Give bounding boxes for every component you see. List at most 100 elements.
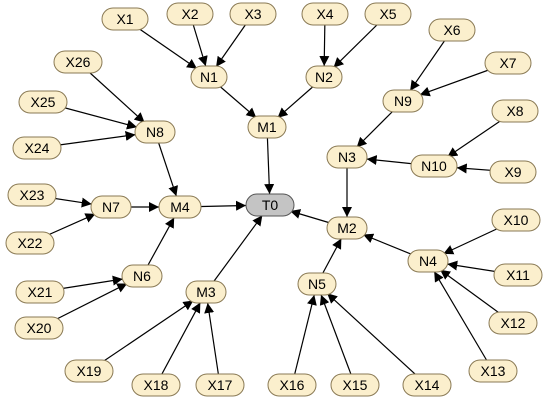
node-label: X21 — [28, 284, 53, 300]
node-label: N6 — [133, 268, 151, 284]
node-shape — [18, 90, 68, 114]
node-shape — [484, 51, 532, 75]
node-label: X13 — [481, 363, 506, 379]
node-label: N5 — [308, 276, 326, 292]
node-n4[interactable]: N4 — [407, 249, 449, 273]
node-shape — [326, 216, 368, 240]
node-x6[interactable]: X6 — [428, 18, 476, 42]
node-n1[interactable]: N1 — [190, 65, 228, 89]
node-x7[interactable]: X7 — [484, 51, 532, 75]
node-shape — [410, 154, 458, 178]
node-label: X20 — [27, 320, 52, 336]
node-shape — [364, 2, 412, 26]
node-label: X12 — [501, 315, 526, 331]
node-shape — [64, 359, 114, 383]
node-shape — [131, 373, 181, 397]
node-shape — [121, 264, 163, 288]
node-shape — [195, 373, 245, 397]
node-x20[interactable]: X20 — [14, 316, 64, 340]
node-shape — [305, 65, 343, 89]
node-x2[interactable]: X2 — [166, 2, 214, 26]
node-shape — [489, 160, 537, 184]
node-label: X6 — [443, 22, 460, 38]
node-label: N3 — [338, 149, 356, 165]
node-shape — [5, 231, 55, 255]
node-shape — [7, 183, 57, 207]
node-label: X22 — [18, 235, 43, 251]
node-n6[interactable]: N6 — [121, 264, 163, 288]
node-x15[interactable]: X15 — [330, 373, 380, 397]
node-label: T0 — [262, 197, 279, 213]
node-shape — [101, 7, 149, 31]
node-label: N2 — [315, 69, 333, 85]
node-n9[interactable]: N9 — [382, 89, 424, 113]
node-label: M4 — [170, 199, 190, 215]
node-n8[interactable]: N8 — [134, 120, 176, 144]
node-shape — [134, 120, 176, 144]
node-shape — [185, 280, 227, 304]
node-label: X1 — [116, 11, 133, 27]
node-x24[interactable]: X24 — [12, 136, 62, 160]
node-n10[interactable]: N10 — [410, 154, 458, 178]
node-m3[interactable]: M3 — [185, 280, 227, 304]
node-shape — [15, 280, 65, 304]
node-m4[interactable]: M4 — [158, 195, 202, 219]
node-label: N10 — [421, 158, 447, 174]
node-label: N7 — [102, 199, 120, 215]
node-x26[interactable]: X26 — [53, 50, 103, 74]
node-label: X9 — [504, 164, 521, 180]
node-n3[interactable]: N3 — [326, 145, 368, 169]
node-x5[interactable]: X5 — [364, 2, 412, 26]
node-label: X10 — [504, 212, 529, 228]
node-x1[interactable]: X1 — [101, 7, 149, 31]
node-shape — [53, 50, 103, 74]
node-label: X26 — [66, 54, 91, 70]
node-shape — [488, 311, 538, 335]
node-x9[interactable]: X9 — [489, 160, 537, 184]
node-label: X14 — [415, 377, 440, 393]
node-n5[interactable]: N5 — [297, 272, 337, 296]
node-label: X15 — [343, 377, 368, 393]
node-shape — [491, 208, 541, 232]
node-label: N4 — [419, 253, 437, 269]
node-m1[interactable]: M1 — [247, 115, 287, 139]
node-shape — [382, 89, 424, 113]
node-n7[interactable]: N7 — [90, 195, 132, 219]
node-x4[interactable]: X4 — [301, 2, 349, 26]
node-shape — [297, 272, 337, 296]
node-t0[interactable]: T0 — [245, 193, 295, 217]
node-x23[interactable]: X23 — [7, 183, 57, 207]
node-shape — [428, 18, 476, 42]
node-shape — [12, 136, 62, 160]
node-n2[interactable]: N2 — [305, 65, 343, 89]
node-x10[interactable]: X10 — [491, 208, 541, 232]
node-label: M1 — [257, 119, 277, 135]
node-x25[interactable]: X25 — [18, 90, 68, 114]
node-shape — [491, 99, 539, 123]
node-x11[interactable]: X11 — [493, 263, 543, 287]
node-m2[interactable]: M2 — [326, 216, 368, 240]
node-shape — [330, 373, 380, 397]
node-x21[interactable]: X21 — [15, 280, 65, 304]
node-x17[interactable]: X17 — [195, 373, 245, 397]
node-x13[interactable]: X13 — [468, 359, 518, 383]
node-label: X24 — [25, 140, 50, 156]
node-x3[interactable]: X3 — [229, 2, 277, 26]
node-shape — [166, 2, 214, 26]
node-label: M2 — [337, 220, 357, 236]
node-x8[interactable]: X8 — [491, 99, 539, 123]
node-x22[interactable]: X22 — [5, 231, 55, 255]
node-shape — [402, 373, 452, 397]
node-shape — [14, 316, 64, 340]
node-x18[interactable]: X18 — [131, 373, 181, 397]
node-x12[interactable]: X12 — [488, 311, 538, 335]
node-label: X17 — [208, 377, 233, 393]
node-x14[interactable]: X14 — [402, 373, 452, 397]
edge-x15-to-n5 — [319, 294, 356, 386]
node-label: N9 — [394, 93, 412, 109]
node-label: X2 — [181, 6, 198, 22]
node-x16[interactable]: X16 — [267, 373, 317, 397]
node-x19[interactable]: X19 — [64, 359, 114, 383]
node-label: X16 — [280, 377, 305, 393]
